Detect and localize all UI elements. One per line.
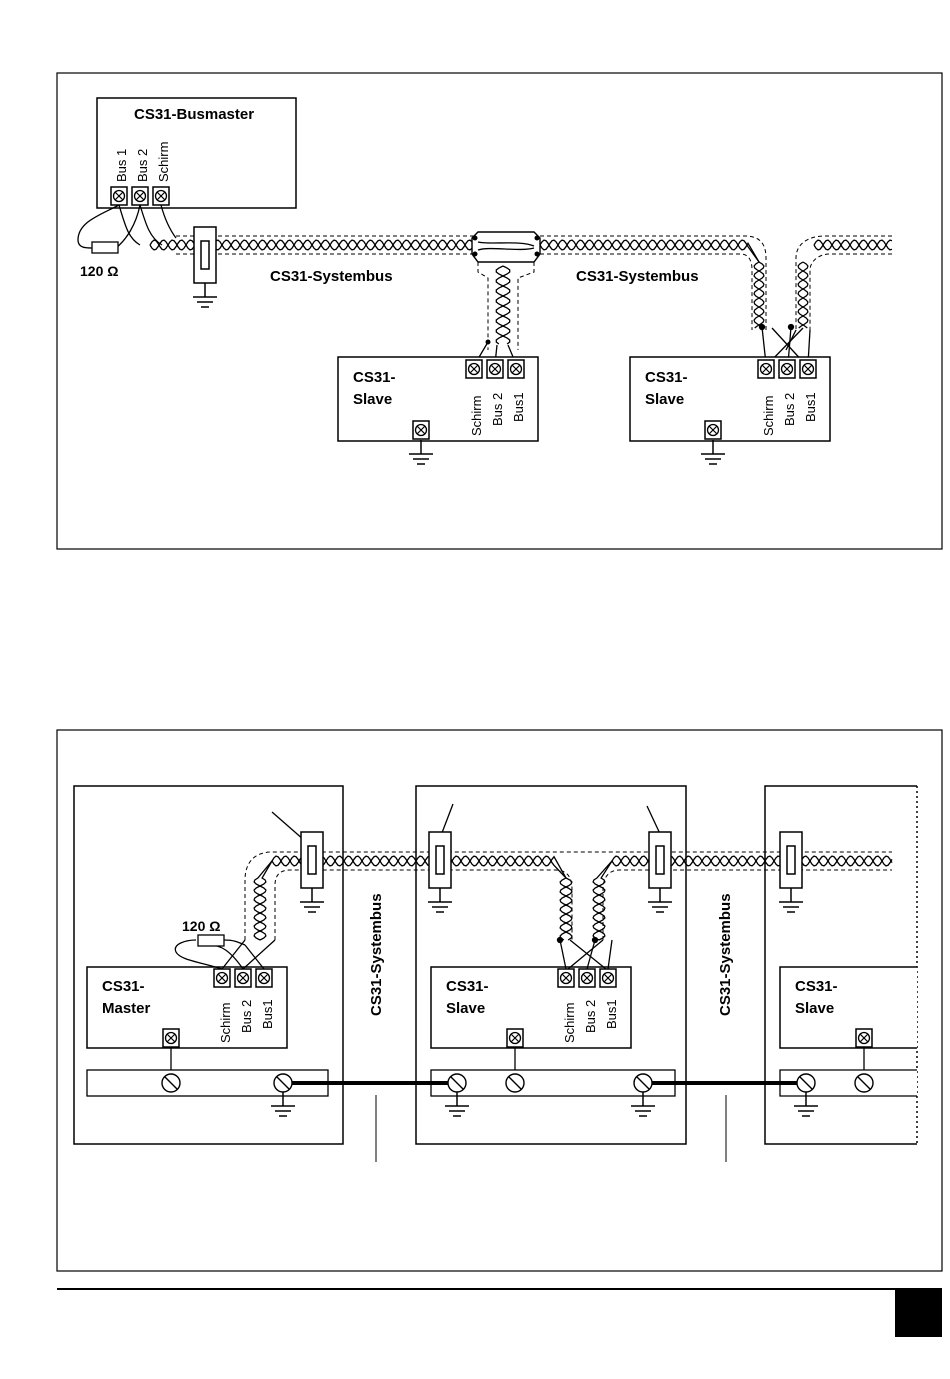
terminal-icon — [111, 187, 127, 205]
terminal-icon — [466, 360, 482, 378]
bus-label: CS31-Systembus — [270, 268, 393, 285]
resistor-label: 120 Ω — [80, 263, 118, 279]
terminal-icon — [758, 360, 774, 378]
shield-clamp-icon — [194, 227, 216, 283]
screw-terminal-icon — [855, 1074, 873, 1092]
page-tab-marker — [895, 1290, 942, 1337]
terminal-icon — [705, 421, 721, 439]
resistor-label: 120 Ω — [182, 918, 220, 934]
slave2-term-schirm: Schirm — [761, 396, 776, 436]
busmaster-term-schirm: Schirm — [156, 142, 171, 182]
slave1-drop-cable — [475, 262, 534, 364]
terminal-icon — [600, 969, 616, 987]
slave1-title-line1: CS31- — [353, 369, 396, 386]
screw-terminal-icon — [274, 1074, 292, 1092]
terminal-icon — [800, 360, 816, 378]
ground-icon — [701, 440, 725, 464]
terminal-icon — [558, 969, 574, 987]
shield-clamp-icon — [429, 832, 451, 888]
master-term-bus2: Bus 2 — [239, 1000, 254, 1033]
slave1-term-bus2: Bus 2 — [490, 393, 505, 426]
screw-terminal-icon — [162, 1074, 180, 1092]
terminal-icon — [132, 187, 148, 205]
slave1-term-schirm: Schirm — [562, 1003, 577, 1043]
resistor-icon — [198, 935, 224, 946]
slave2-title-line2: Slave — [795, 1000, 834, 1017]
slave1-term-bus2: Bus 2 — [583, 1000, 598, 1033]
slave2-term-bus1: Bus1 — [803, 392, 818, 422]
ground-icon — [779, 888, 803, 912]
master-wiring — [175, 940, 275, 969]
screw-terminal-icon — [506, 1074, 524, 1092]
ground-icon — [193, 283, 217, 307]
screw-terminal-icon — [797, 1074, 815, 1092]
busmaster-term-bus1: Bus 1 — [114, 149, 129, 182]
terminal-icon — [779, 360, 795, 378]
bus-junction — [472, 232, 540, 262]
shield-clamp-icon — [780, 832, 802, 888]
terminal-icon — [856, 1029, 872, 1047]
terminal-icon — [413, 421, 429, 439]
slave1-term-schirm: Schirm — [469, 396, 484, 436]
slave1-title-line2: Slave — [353, 391, 392, 408]
terminal-icon — [256, 969, 272, 987]
terminal-icon — [153, 187, 169, 205]
busmaster-title: CS31-Busmaster — [134, 106, 254, 123]
terminal-icon — [487, 360, 503, 378]
master-term-bus1: Bus1 — [260, 999, 275, 1029]
screw-terminal-icon — [448, 1074, 466, 1092]
terminal-icon — [163, 1029, 179, 1047]
terminal-icon — [508, 360, 524, 378]
ground-icon — [409, 440, 433, 464]
bus-label: CS31-Systembus — [576, 268, 699, 285]
terminal-icon — [235, 969, 251, 987]
bus-label-vertical: CS31-Systembus — [368, 893, 385, 1016]
bus-cable-segment — [796, 236, 892, 330]
slave1-term-bus1: Bus1 — [511, 392, 526, 422]
bus-label-vertical: CS31-Systembus — [717, 893, 734, 1016]
screw-terminal-icon — [634, 1074, 652, 1092]
slave1-title-line2: Slave — [446, 1000, 485, 1017]
slave2-title-line1: CS31- — [645, 369, 688, 386]
master-title-line2: Master — [102, 1000, 151, 1017]
shield-clamp-icon — [649, 832, 671, 888]
slave1-title-line1: CS31- — [446, 978, 489, 995]
resistor-icon — [92, 242, 118, 253]
slave2-title-line1: CS31- — [795, 978, 838, 995]
terminal-icon — [579, 969, 595, 987]
slave1-cross-wires — [558, 938, 613, 970]
busmaster-term-bus2: Bus 2 — [135, 149, 150, 182]
slave2-title-line2: Slave — [645, 391, 684, 408]
ground-icon — [428, 888, 452, 912]
terminal-icon — [214, 969, 230, 987]
slave2-term-bus2: Bus 2 — [782, 393, 797, 426]
shield-clamp-icon — [301, 832, 323, 888]
ground-icon — [300, 888, 324, 912]
ground-icon — [648, 888, 672, 912]
terminal-icon — [507, 1029, 523, 1047]
master-title-line1: CS31- — [102, 978, 145, 995]
master-term-schirm: Schirm — [218, 1003, 233, 1043]
slave1-term-bus1: Bus1 — [604, 999, 619, 1029]
